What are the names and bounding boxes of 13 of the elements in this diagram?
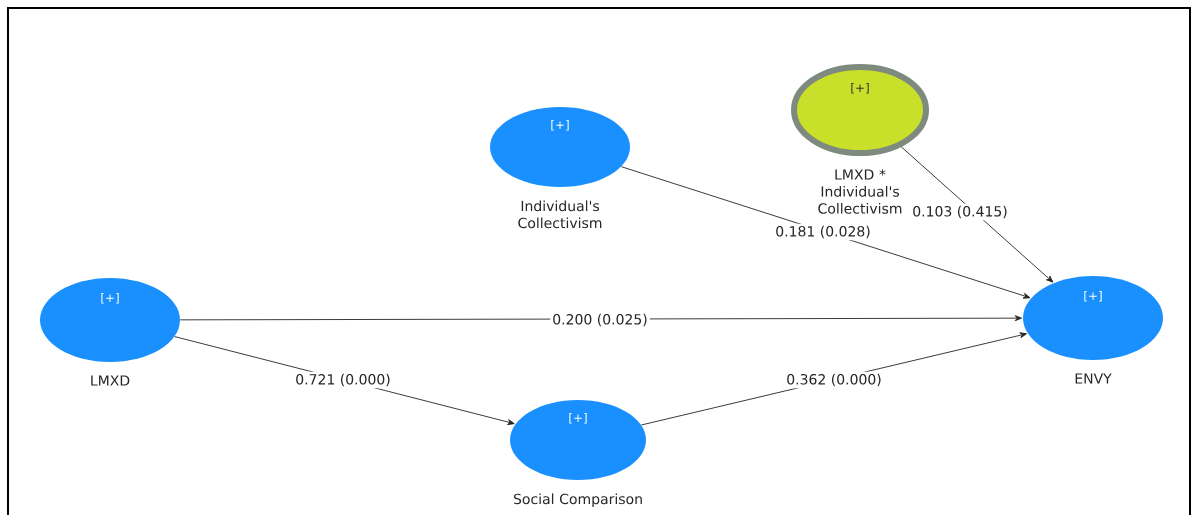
construct-label: Individual's Collectivism bbox=[518, 200, 602, 229]
path-arrow bbox=[179, 315, 1023, 322]
construct-label: LMXD bbox=[91, 375, 130, 386]
path-coefficient: 0.181 (0.028) bbox=[773, 223, 873, 241]
path-coefficient: 0.721 (0.000) bbox=[293, 371, 393, 389]
construct-label: ENVY bbox=[1075, 373, 1112, 384]
path-coefficient: 0.200 (0.025) bbox=[550, 311, 650, 329]
path-coefficient: 0.103 (0.415) bbox=[910, 203, 1010, 221]
construct-label: Social Comparison bbox=[513, 493, 642, 507]
path-arrow bbox=[620, 166, 1031, 299]
path-coefficient: 0.362 (0.000) bbox=[784, 371, 884, 389]
construct-label: LMXD * Individual's Collectivism bbox=[818, 169, 902, 214]
path-arrow bbox=[900, 146, 1054, 283]
